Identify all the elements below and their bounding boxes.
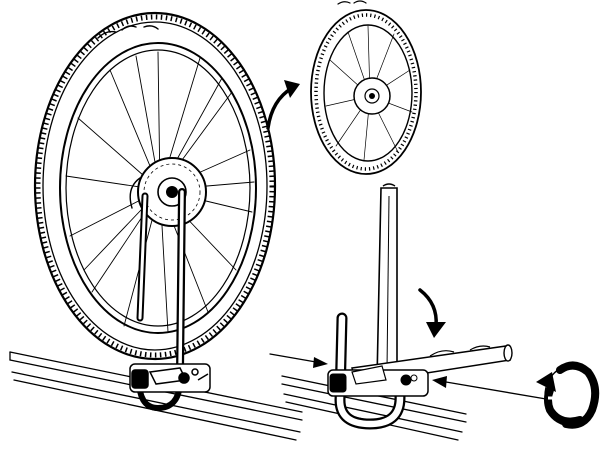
- upward-arrow: [266, 80, 300, 130]
- folding-arm: [327, 183, 513, 430]
- push-arrow-left: [269, 353, 328, 368]
- lifted-wheel: [310, 0, 422, 175]
- push-arrow-right: [432, 376, 553, 401]
- fold-down-arrow: [418, 288, 446, 338]
- fork-mount-clamp: [129, 363, 211, 393]
- wheel-holder-arm: [135, 188, 186, 411]
- front-wheel: [33, 11, 277, 361]
- rotate-knob-icon: [536, 361, 600, 429]
